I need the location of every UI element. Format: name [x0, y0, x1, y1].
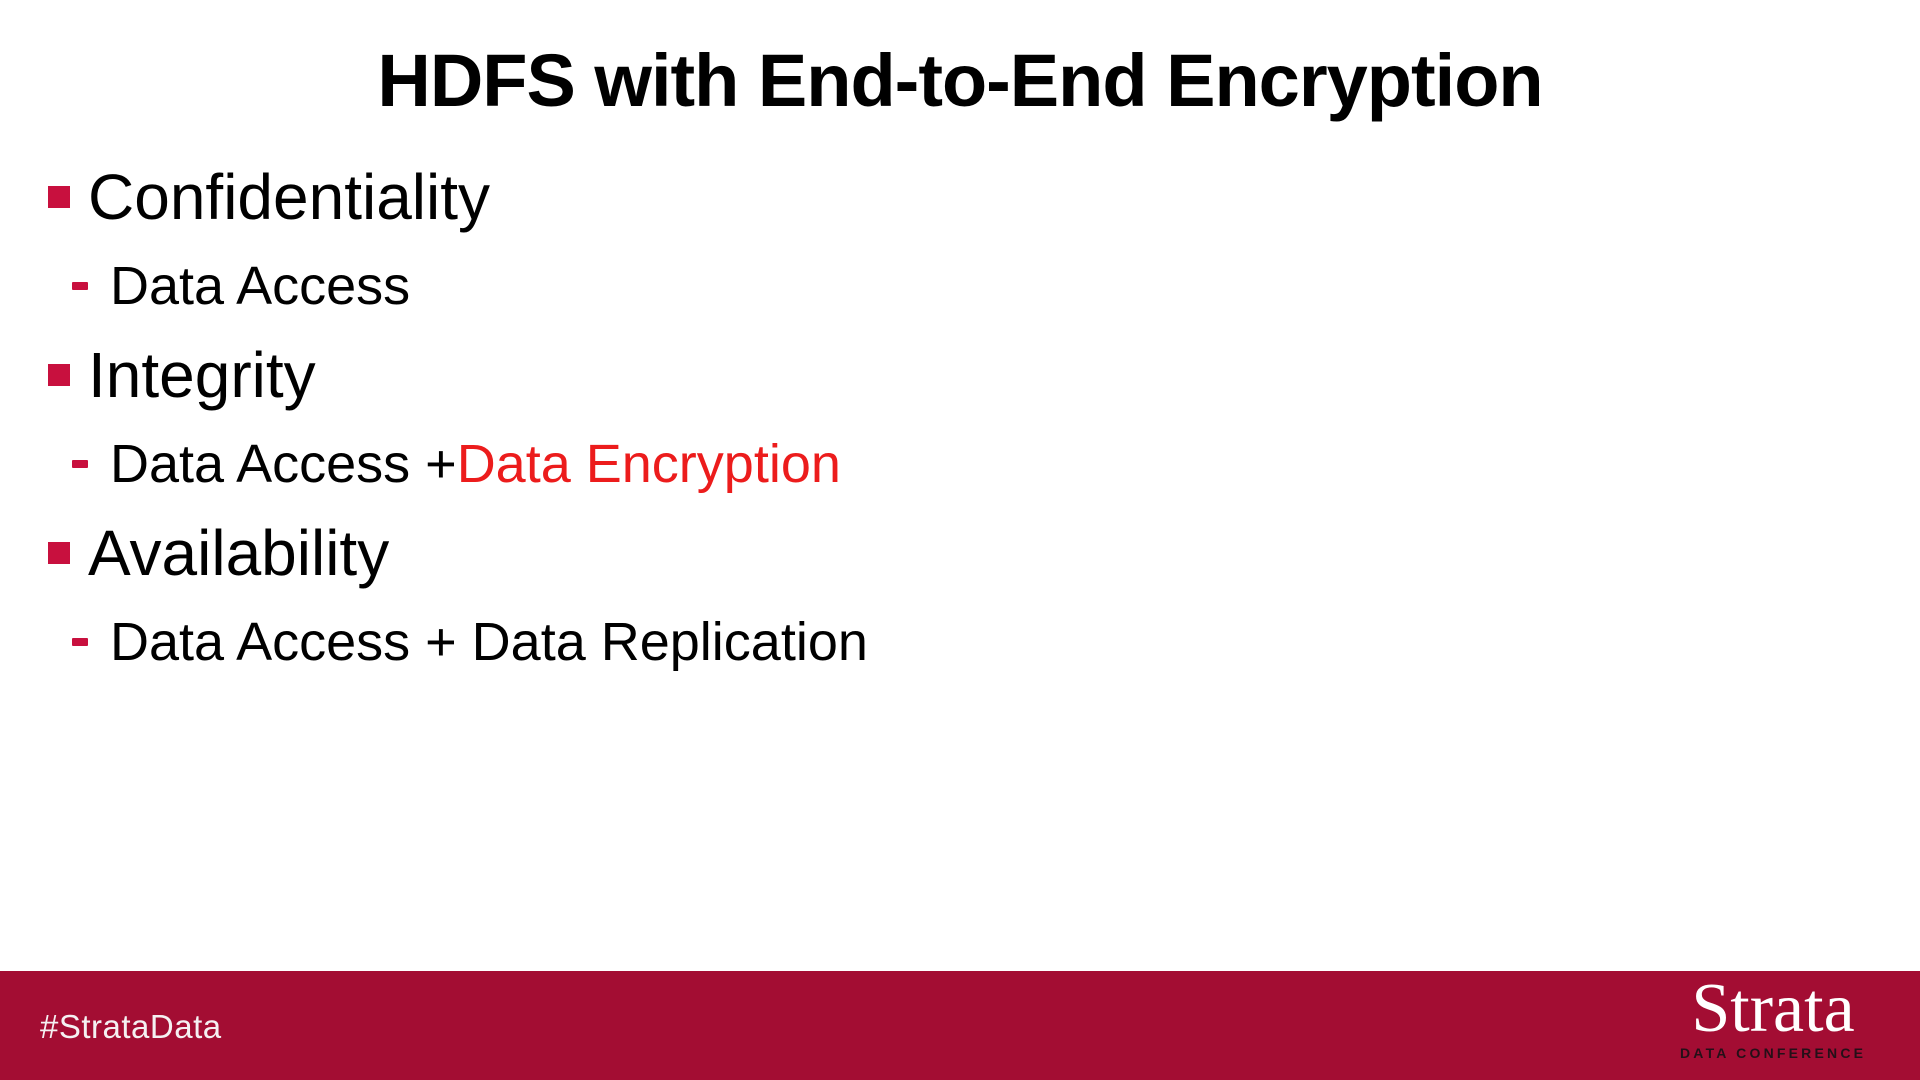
sub-bullet-item-data-replication: Data Access + Data Replication — [0, 597, 1920, 686]
strata-logo: Strata DATA CONFERENCE — [1680, 970, 1867, 1062]
strata-logo-tagline: DATA CONFERENCE — [1680, 1045, 1867, 1061]
bullet-square-icon — [48, 363, 70, 386]
sub-bullet-label: Data Access — [110, 255, 411, 316]
bullet-dash-icon — [72, 637, 88, 646]
bullet-item-integrity: Integrity — [0, 330, 1920, 419]
sub-bullet-label: Data Access + Data Replication — [110, 611, 868, 672]
bullet-item-availability: Availability — [0, 508, 1920, 597]
bullet-square-icon — [48, 541, 70, 564]
sub-bullet-label: Data Access + — [110, 433, 457, 494]
sub-bullet-label-highlighted: Data Encryption — [456, 433, 841, 494]
footer-hashtag: #StrataData — [40, 1008, 222, 1045]
bullet-item-label: Availability — [88, 516, 390, 589]
bullet-dash-icon — [72, 459, 88, 468]
bullet-dash-icon — [72, 281, 88, 290]
bullet-item-confidentiality: Confidentiality — [0, 152, 1920, 241]
bullet-item-label: Integrity — [88, 338, 316, 411]
strata-logo-wordmark: Strata — [1691, 970, 1855, 1047]
sub-bullet-item-data-encryption: Data Access + Data Encryption — [0, 419, 1920, 508]
bullet-square-icon — [48, 185, 70, 208]
bullet-item-label: Confidentiality — [88, 160, 490, 233]
sub-bullet-item-data-access: Data Access — [0, 241, 1920, 330]
slide-title: HDFS with End-to-End Encryption — [377, 39, 1543, 122]
footer-bar: #StrataData Strata DATA CONFERENCE — [0, 971, 1920, 1080]
bullet-list: Confidentiality Data Access Integrity Da… — [0, 152, 1920, 686]
